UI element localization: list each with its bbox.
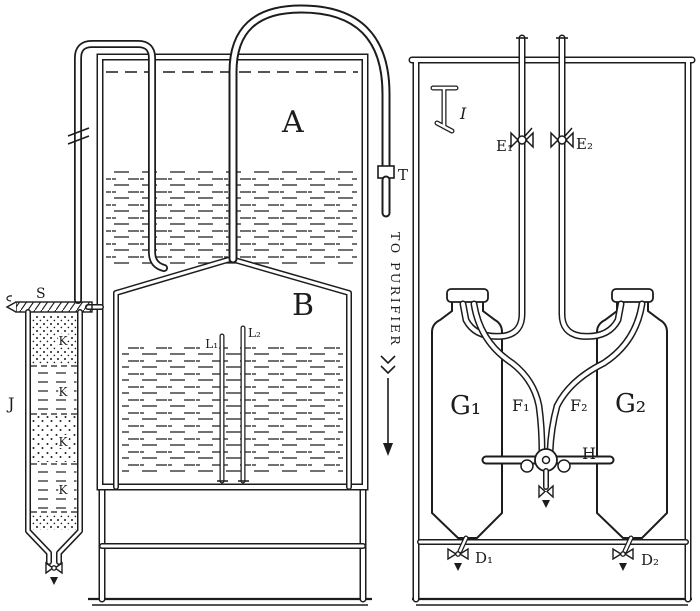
label-column: J xyxy=(6,394,14,413)
label-valve2: E₂ xyxy=(576,135,593,153)
connecting-tube-1: F₁ xyxy=(470,300,546,456)
packing-layer-4 xyxy=(31,466,77,510)
packing-layer-3 xyxy=(31,416,77,462)
label-tube1: F₁ xyxy=(512,396,530,415)
wash-bottle-1: G₁ xyxy=(431,288,503,539)
valve-key-tool: I xyxy=(430,85,467,134)
label-outlet-fitting: T xyxy=(398,166,408,184)
drip-point-1 xyxy=(454,563,462,571)
flow-arrow-head xyxy=(383,443,393,456)
water-hatching-bell xyxy=(122,344,343,472)
pipe-union-ticks xyxy=(67,127,90,145)
label-drain1: D₁ xyxy=(475,549,493,567)
spout-curl xyxy=(6,295,13,302)
column-body: K K K K J xyxy=(6,309,83,565)
gas-bell: B xyxy=(113,256,352,490)
label-layer-3: K xyxy=(59,435,69,449)
drain-valve-1: D₁ xyxy=(447,535,493,571)
label-gauge1: L₁ xyxy=(205,337,218,351)
three-way-cock: H xyxy=(481,444,615,508)
layer-separators xyxy=(31,365,77,513)
stopcock-2: E₂ xyxy=(550,127,593,153)
label-layer-4: K xyxy=(59,483,69,497)
label-layer-2: K xyxy=(59,385,69,399)
label-valve1: E₁ xyxy=(496,137,513,155)
label-tube2: F₂ xyxy=(570,396,588,415)
drip-point-2 xyxy=(619,563,627,571)
feed-tray: S xyxy=(5,284,93,313)
tray-spout xyxy=(5,301,17,313)
stopcock-1: E₁ xyxy=(496,127,534,155)
scrubber-column: S K K K K J xyxy=(5,284,93,585)
label-gauge2: L₂ xyxy=(248,326,261,340)
label-tool: I xyxy=(459,104,467,123)
drip-point xyxy=(50,577,58,585)
delivery-pipe: T TO PURIFIER xyxy=(228,4,408,456)
label-bottle1: G₁ xyxy=(450,391,481,421)
case-frame xyxy=(408,56,696,603)
bottle-cap-2 xyxy=(611,288,654,303)
floor-lines xyxy=(88,597,692,606)
bottle-cap-1 xyxy=(446,288,489,303)
level-gauges: L₁ L₂ xyxy=(203,324,263,484)
packing-layer-2 xyxy=(31,368,77,412)
washer-unit: G₁ G₂ E₁ E₂ xyxy=(408,34,696,603)
column-drain-cock xyxy=(45,561,63,585)
connecting-tube-2: F₂ xyxy=(546,300,646,456)
feed-pipe xyxy=(67,40,168,310)
label-drain2: D₂ xyxy=(641,551,659,569)
label-tank: A xyxy=(281,105,304,140)
label-bottle2: G₂ xyxy=(615,389,646,419)
drip-point-center xyxy=(542,500,550,508)
label-bell: B xyxy=(292,288,314,323)
label-tray: S xyxy=(36,286,46,302)
packing-layer-5 xyxy=(31,514,77,530)
riser-pipe-1 xyxy=(459,34,528,340)
drain-valve-2: D₂ xyxy=(612,535,659,571)
stand xyxy=(98,483,367,603)
packing-layer-1 xyxy=(31,316,77,364)
label-cock: H xyxy=(582,444,596,463)
riser-pipe-2 xyxy=(556,34,625,340)
stopcock-handle-2 xyxy=(564,127,573,137)
label-layer-1: K xyxy=(59,334,69,348)
stopcock-handle-1 xyxy=(524,127,533,137)
to-purifier-text: TO PURIFIER xyxy=(388,232,403,347)
flow-chevrons xyxy=(380,355,396,375)
